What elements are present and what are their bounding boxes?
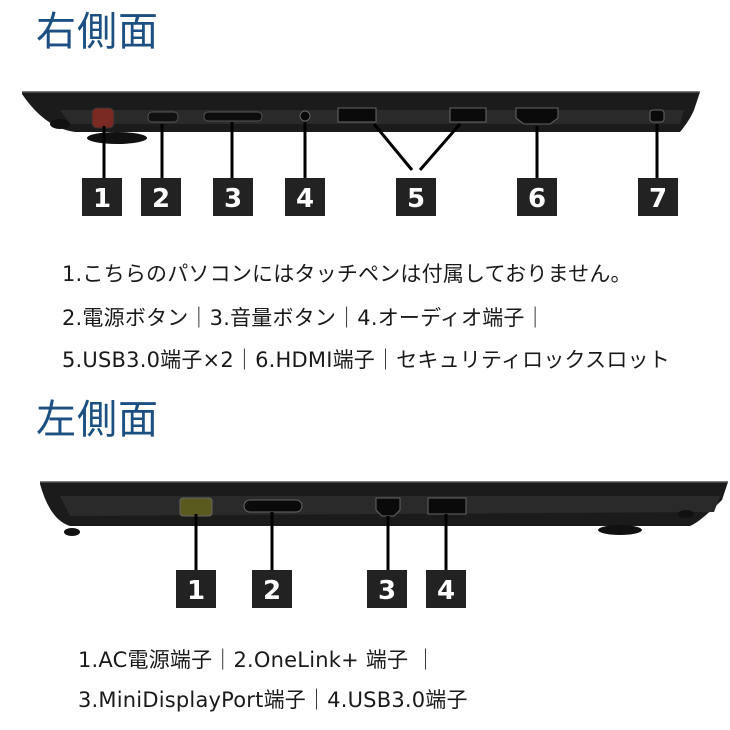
- callout-label: 6: [528, 184, 546, 214]
- callout-5: 5: [396, 178, 436, 216]
- left-side-description-line-2: 3.MiniDisplayPort端子｜4.USB3.0端子: [78, 688, 468, 712]
- callout-label: 1: [93, 184, 111, 214]
- right-side-description-line-2: 2.電源ボタン｜3.音量ボタン｜4.オーディオ端子｜: [62, 306, 546, 330]
- callout-label: 4: [437, 576, 455, 606]
- callout-label: 7: [649, 184, 667, 214]
- callout-4: 4: [426, 570, 466, 608]
- left-side-description-line-1: 1.AC電源端子｜2.OneLink+ 端子 ｜: [78, 648, 437, 672]
- right-side-description-line-1: 1.こちらのパソコンにはタッチペンは付属しておりません。: [62, 262, 632, 286]
- right-side-photo: 1 2 3 4 5 6 7: [0, 80, 730, 220]
- callout-label: 3: [378, 576, 396, 606]
- callout-label: 1: [187, 576, 205, 606]
- callout-label: 2: [152, 184, 170, 214]
- callout-1: 1: [82, 178, 122, 216]
- callout-3: 3: [213, 178, 253, 216]
- callout-label: 4: [296, 184, 314, 214]
- right-side-heading: 右側面: [36, 9, 159, 55]
- right-side-description-line-3: 5.USB3.0端子×2｜6.HDMI端子｜セキュリティロックスロット: [62, 348, 670, 372]
- callout-label: 5: [407, 184, 425, 214]
- callout-2: 2: [141, 178, 181, 216]
- callout-3: 3: [367, 570, 407, 608]
- callout-1: 1: [176, 570, 216, 608]
- callout-6: 6: [517, 178, 557, 216]
- callout-label: 2: [263, 576, 281, 606]
- callout-4: 4: [285, 178, 325, 216]
- callout-2: 2: [252, 570, 292, 608]
- left-side-heading: 左側面: [36, 397, 159, 443]
- left-side-photo: 1 2 3 4: [0, 470, 730, 610]
- callout-7: 7: [638, 178, 678, 216]
- callout-label: 3: [224, 184, 242, 214]
